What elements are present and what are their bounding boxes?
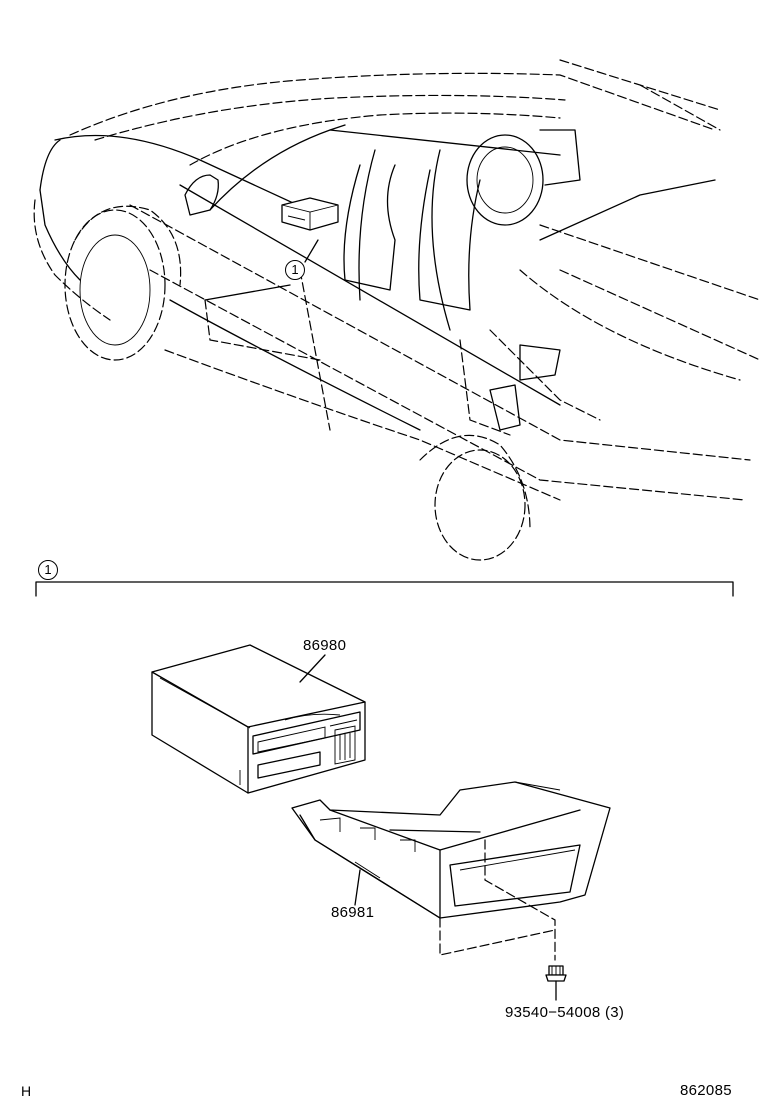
part-number-screw: 93540−54008 (3) — [505, 1004, 625, 1021]
footer-diagram-number: 862085 — [680, 1082, 732, 1099]
vehicle-outline — [33, 59, 760, 561]
bracket-drawing — [291, 781, 611, 961]
callout-1-vehicle: 1 — [285, 260, 305, 280]
callout-1-detail: 1 — [38, 560, 58, 580]
part-number-cd-changer: 86980 — [303, 637, 347, 654]
cd-changer-drawing — [151, 644, 366, 794]
footer-left-code: H — [21, 1083, 32, 1099]
part-number-bracket: 86981 — [331, 904, 375, 921]
screw-drawing — [545, 965, 567, 1001]
detail-header-rule — [35, 581, 734, 597]
